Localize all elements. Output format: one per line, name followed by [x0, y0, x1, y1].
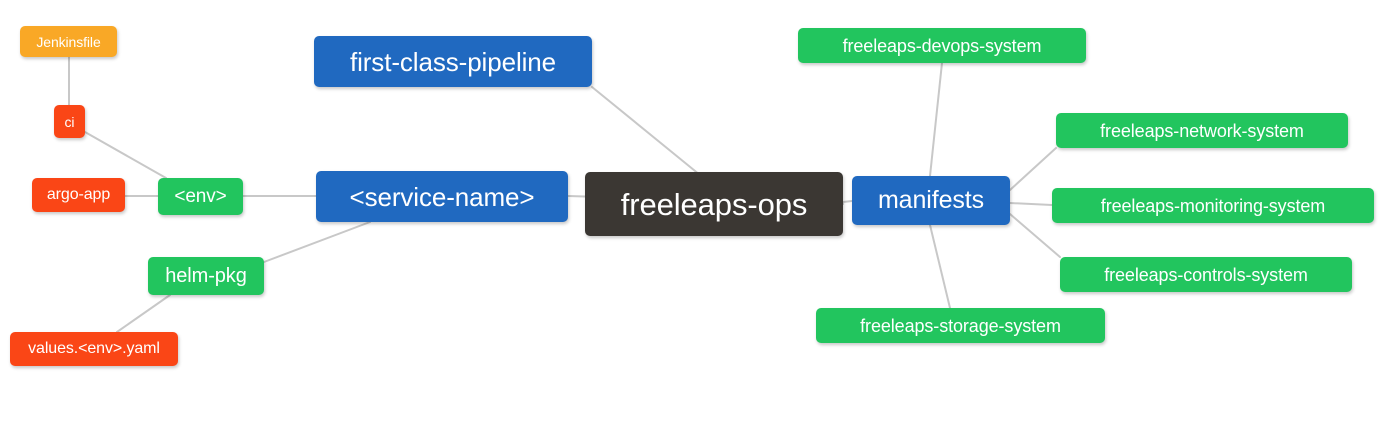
- edge-manifests-to-monitoring: [1009, 202, 1053, 206]
- mindmap-node-root[interactable]: freeleaps-ops: [585, 172, 843, 236]
- edge-service-to-helm: [263, 221, 371, 263]
- mindmap-node-helm[interactable]: helm-pkg: [148, 257, 264, 295]
- mindmap-node-manifests[interactable]: manifests: [852, 176, 1010, 225]
- mindmap-node-storage[interactable]: freeleaps-storage-system: [816, 308, 1105, 343]
- mindmap-node-ci[interactable]: ci: [54, 105, 85, 138]
- edge-root-to-pipeline: [591, 86, 701, 176]
- edge-manifests-to-storage: [929, 224, 951, 309]
- mindmap-node-controls[interactable]: freeleaps-controls-system: [1060, 257, 1352, 292]
- mindmap-node-env[interactable]: <env>: [158, 178, 243, 215]
- edge-root-to-manifests: [842, 200, 853, 203]
- edge-env-to-ci: [84, 131, 167, 179]
- mindmap-node-values[interactable]: values.<env>.yaml: [10, 332, 178, 366]
- mindmap-node-pipeline[interactable]: first-class-pipeline: [314, 36, 592, 87]
- edge-manifests-to-network: [1009, 147, 1057, 191]
- mindmap-node-argoapp[interactable]: argo-app: [32, 178, 125, 212]
- mindmap-node-monitoring[interactable]: freeleaps-monitoring-system: [1052, 188, 1374, 223]
- mindmap-node-jenkinsfile[interactable]: Jenkinsfile: [20, 26, 117, 57]
- edge-manifests-to-devops: [929, 62, 943, 177]
- edge-helm-to-values: [116, 294, 171, 333]
- mindmap-node-devops[interactable]: freeleaps-devops-system: [798, 28, 1086, 63]
- mindmap-node-service[interactable]: <service-name>: [316, 171, 568, 222]
- mindmap-node-network[interactable]: freeleaps-network-system: [1056, 113, 1348, 148]
